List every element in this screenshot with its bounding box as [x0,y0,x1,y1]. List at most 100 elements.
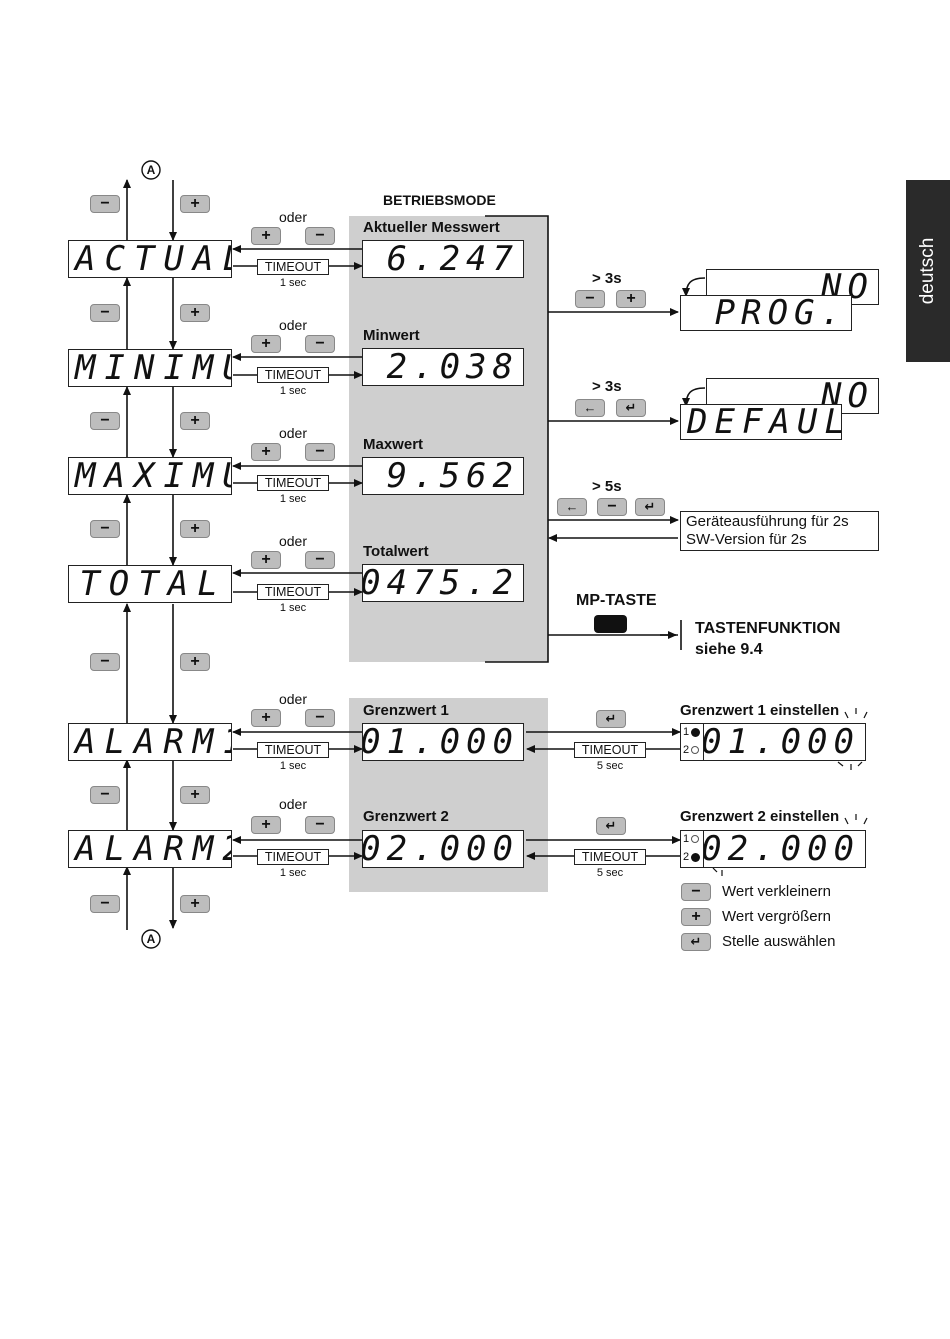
minus-key[interactable]: − [90,653,120,671]
legend-enter-key: ↵ [681,933,711,951]
value-total: 10475.2 [362,564,524,602]
oder-label: oder [278,425,308,441]
divider [703,724,704,760]
timeout-duration: 1 sec [279,385,307,397]
minus-key[interactable]: − [305,816,335,834]
minus-key[interactable]: − [90,895,120,913]
version-info-box: Geräteausführung für 2s SW-Version für 2… [680,511,879,551]
set-limit1-display: 1 2 001.000 [680,723,866,761]
plus-key[interactable]: + [251,443,281,461]
timeout-duration: 1 sec [279,760,307,772]
timeout-box: TIMEOUT [257,742,329,758]
plus-key[interactable]: + [251,227,281,245]
plus-key[interactable]: + [180,520,210,538]
oder-label: oder [278,533,308,549]
enter-key[interactable]: ↵ [596,710,626,728]
timeout-duration: 5 sec [596,760,624,772]
value-actual: 6.247 [362,240,524,278]
led-on-icon [691,853,700,862]
plus-key[interactable]: + [251,335,281,353]
plus-key[interactable]: + [180,786,210,804]
legend-enter-text: Stelle auswählen [722,933,836,950]
set-limit1-value: 001.000 [704,724,864,759]
led-off-icon [691,746,699,754]
defaul-front-display: DEFAUL. [680,404,842,440]
minus-key[interactable]: − [305,551,335,569]
timeout-box: TIMEOUT [257,259,329,275]
display-minimu: MINIMU. [68,349,232,387]
version-line1: Geräteausführung für 2s [686,513,849,530]
connector-a-bottom: A [146,932,156,946]
connector-a-top: A [146,163,156,177]
plus-key[interactable]: + [251,816,281,834]
display-maximu: MAXIMU. [68,457,232,495]
set-limit2-title: Grenzwert 2 einstellen [680,808,840,825]
indicator-2: 2 [683,851,690,863]
display-total: TOTAL [68,565,232,603]
minus-key[interactable]: − [575,290,605,308]
timeout-box: TIMEOUT [574,849,646,865]
display-alarm1: ALARM1 [68,723,232,761]
legend-minus-text: Wert verkleinern [722,883,831,900]
oder-label: oder [278,209,308,225]
minus-key[interactable]: − [90,195,120,213]
title-limit2: Grenzwert 2 [363,808,449,825]
plus-key[interactable]: + [251,709,281,727]
title-total: Totalwert [363,543,429,560]
title-actual: Aktueller Messwert [363,219,500,236]
set-limit1-title: Grenzwert 1 einstellen [680,702,840,719]
value-min: - 2.038 [362,348,524,386]
indicator-1: 1 [683,726,690,738]
minus-key[interactable]: − [90,304,120,322]
plus-key[interactable]: + [180,412,210,430]
legend-plus-text: Wert vergrößern [722,908,831,925]
enter-key[interactable]: ↵ [616,399,646,417]
timeout-duration: 1 sec [279,277,307,289]
mp-key[interactable] [594,615,627,633]
set-limit2-value: 002.000 [704,831,864,866]
timeout-box: TIMEOUT [257,584,329,600]
enter-key[interactable]: ↵ [635,498,665,516]
title-limit1: Grenzwert 1 [363,702,449,719]
minus-key[interactable]: − [305,443,335,461]
plus-key[interactable]: + [180,895,210,913]
timeout-duration: 1 sec [279,602,307,614]
display-actual: ACTUAL [68,240,232,278]
minus-key[interactable]: − [90,412,120,430]
indicator-1: 1 [683,833,690,845]
plus-key[interactable]: + [180,195,210,213]
minus-key[interactable]: − [305,709,335,727]
legend-plus-key: + [681,908,711,926]
left-arrow-key[interactable]: ← [575,399,605,417]
timeout-duration: 1 sec [279,867,307,879]
led-on-icon [691,728,700,737]
minus-key[interactable]: − [90,520,120,538]
timeout-box: TIMEOUT [574,742,646,758]
value-limit1: 001.000 [362,723,524,761]
timeout-box: TIMEOUT [257,475,329,491]
minus-key[interactable]: − [305,227,335,245]
oder-label: oder [278,796,308,812]
oder-label: oder [278,691,308,707]
value-limit2: 002.000 [362,830,524,868]
title-min: Minwert [363,327,420,344]
key-function-line1: TASTENFUNKTION [695,620,841,637]
divider [703,831,704,867]
plus-key[interactable]: + [616,290,646,308]
value-max: 9.562 [362,457,524,495]
plus-key[interactable]: + [180,653,210,671]
timeout-box: TIMEOUT [257,367,329,383]
version-time: > 5s [592,478,622,495]
plus-key[interactable]: + [180,304,210,322]
mp-key-label: MP-TASTE [576,592,657,609]
version-line2: SW-Version für 2s [686,531,807,548]
indicator-2: 2 [683,744,690,756]
key-function-line2: siehe 9.4 [695,641,763,658]
enter-key[interactable]: ↵ [596,817,626,835]
plus-key[interactable]: + [251,551,281,569]
timeout-duration: 1 sec [279,493,307,505]
left-arrow-key[interactable]: ← [557,498,587,516]
minus-key[interactable]: − [597,498,627,516]
minus-key[interactable]: − [305,335,335,353]
minus-key[interactable]: − [90,786,120,804]
